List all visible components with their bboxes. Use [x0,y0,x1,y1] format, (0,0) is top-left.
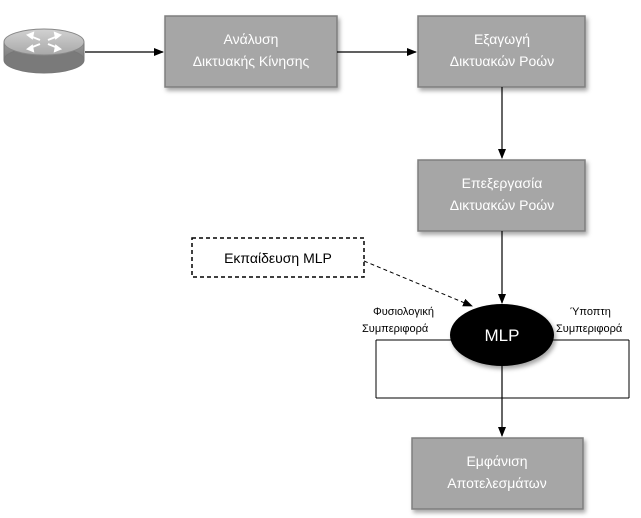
flow-processing-box: Επεξεργασία Δικτυακών Ροών [417,159,586,232]
flow-processing-label-line2: Δικτυακών Ροών [450,197,554,213]
mlp-training-label: Εκπαίδευση MLP [224,250,332,266]
traffic-analysis-label-line2: Δικτυακής Κίνησης [193,53,310,69]
results-display-label-line1: Εμφάνιση [466,453,527,469]
flow-export-label-line2: Δικτυακών Ροών [450,53,554,69]
normal-behavior-label: Φυσιολογική Συμπεριφορά [362,306,434,335]
mlp-label: MLP [485,326,520,345]
traffic-analysis-label-line1: Ανάλυση [224,31,279,47]
flow-processing-label-line1: Επεξεργασία [462,175,543,191]
normal-behavior-line2: Συμπεριφορά [362,323,429,335]
suspicious-behavior-line1: Ύποπτη [570,306,611,318]
results-display-label-line2: Αποτελεσμάτων [447,475,546,491]
traffic-analysis-box: Ανάλυση Δικτυακής Κίνησης [164,15,338,88]
suspicious-behavior-line2: Συμπεριφορά [556,323,623,335]
mlp-training-box: Εκπαίδευση MLP [191,237,365,278]
results-display-box: Εμφάνιση Αποτελεσμάτων [411,437,584,510]
flow-export-box: Εξαγωγή Δικτυακών Ροών [417,15,586,88]
arrow-training-to-mlp [363,260,473,307]
mlp-node: MLP [450,304,554,366]
suspicious-behavior-label: Ύποπτη Συμπεριφορά [556,306,623,335]
flow-export-label-line1: Εξαγωγή [474,31,530,47]
normal-behavior-line1: Φυσιολογική [373,306,434,318]
router-icon [3,28,85,74]
